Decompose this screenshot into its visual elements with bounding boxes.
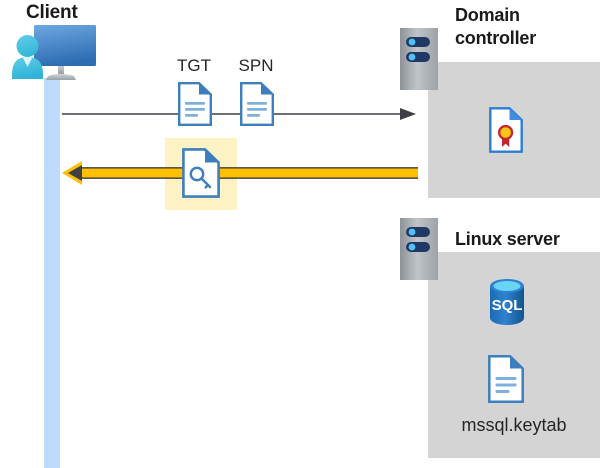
reply-arrow: [62, 160, 418, 186]
client-title: Client: [26, 2, 78, 23]
spn-label: SPN: [238, 56, 274, 75]
linux-server-icon: [400, 218, 438, 280]
key-document-icon: [182, 148, 220, 198]
domain-controller-server-icon: [400, 28, 438, 90]
user-workstation-icon: [8, 22, 104, 84]
svg-text:SQL: SQL: [492, 297, 523, 314]
tgt-document-icon: [178, 82, 212, 126]
spn-document-icon: [240, 82, 274, 126]
request-arrow: [62, 106, 418, 122]
keytab-document-icon: [488, 355, 524, 403]
client-lifeline: [44, 78, 60, 468]
keytab-filename-label: mssql.keytab: [461, 415, 567, 435]
certificate-document-icon: [489, 107, 523, 153]
sql-database-icon: SQL: [487, 276, 527, 328]
tgt-label: TGT: [177, 56, 211, 75]
linux-server-title: Linux server: [455, 229, 560, 249]
